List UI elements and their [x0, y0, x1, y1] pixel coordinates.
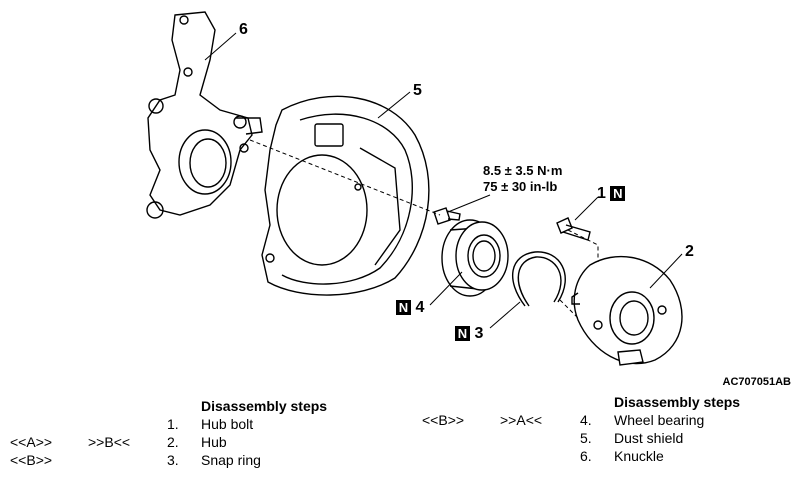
callout-6: 6	[239, 21, 248, 38]
right-steps-title: Disassembly steps	[614, 394, 741, 410]
callout-3: N 3	[455, 326, 483, 342]
step-number: 1.	[167, 416, 179, 432]
step-number: 4.	[580, 412, 592, 428]
step-number: 5.	[580, 430, 592, 446]
callout-1-number: 1	[597, 185, 606, 202]
dust-shield-drawing	[261, 95, 430, 296]
step-name: Hub	[201, 434, 227, 450]
step-number: 3.	[167, 452, 179, 468]
step-number: 2.	[167, 434, 179, 450]
n-mark-badge: N	[455, 326, 470, 342]
n-mark-badge: N	[396, 300, 411, 316]
table-row: 5. Dust shield	[400, 429, 800, 447]
torque-imperial: 75 ± 30 in-lb	[483, 179, 558, 194]
callout-5: 5	[413, 82, 422, 99]
torque-metric: 8.5 ± 3.5 N·m	[483, 163, 563, 178]
callout-4-number: 4	[415, 299, 425, 316]
ref-a: <<A>>	[10, 434, 53, 450]
hub-bolt-drawing	[556, 217, 591, 241]
callout-1: 1 N	[597, 185, 626, 202]
torque-spec: 8.5 ± 3.5 N·m 75 ± 30 in-lb	[483, 163, 562, 195]
hub-drawing	[571, 255, 683, 366]
ref-b: >>A<<	[500, 412, 543, 428]
callout-2: 2	[685, 243, 694, 260]
step-number: 6.	[580, 448, 592, 464]
step-name: Wheel bearing	[614, 412, 705, 428]
ref-a: <<B>>	[422, 412, 465, 428]
ref-a: <<B>>	[10, 452, 53, 468]
table-row: <<B>> 3. Snap ring	[0, 451, 400, 469]
wheel-bearing-drawing	[441, 219, 509, 297]
exploded-view-diagram	[146, 11, 683, 366]
step-name: Knuckle	[614, 448, 664, 464]
ref-b: >>B<<	[88, 434, 131, 450]
callout-4: N 4	[396, 300, 424, 316]
table-row: 6. Knuckle	[400, 447, 800, 465]
knuckle-drawing	[146, 11, 263, 219]
step-name: Snap ring	[201, 452, 261, 468]
table-row: 1. Hub bolt	[0, 415, 400, 433]
n-mark-badge: N	[610, 186, 626, 202]
shield-bolt-drawing	[433, 207, 461, 225]
table-row: <<B>> >>A<< 4. Wheel bearing	[400, 411, 800, 429]
step-name: Dust shield	[614, 430, 684, 446]
step-name: Hub bolt	[201, 416, 254, 432]
figure-id: AC707051AB	[722, 376, 791, 388]
snap-ring-drawing	[511, 251, 566, 307]
left-steps-title: Disassembly steps	[201, 398, 328, 414]
table-row: <<A>> >>B<< 2. Hub	[0, 433, 400, 451]
callout-3-number: 3	[474, 325, 484, 342]
